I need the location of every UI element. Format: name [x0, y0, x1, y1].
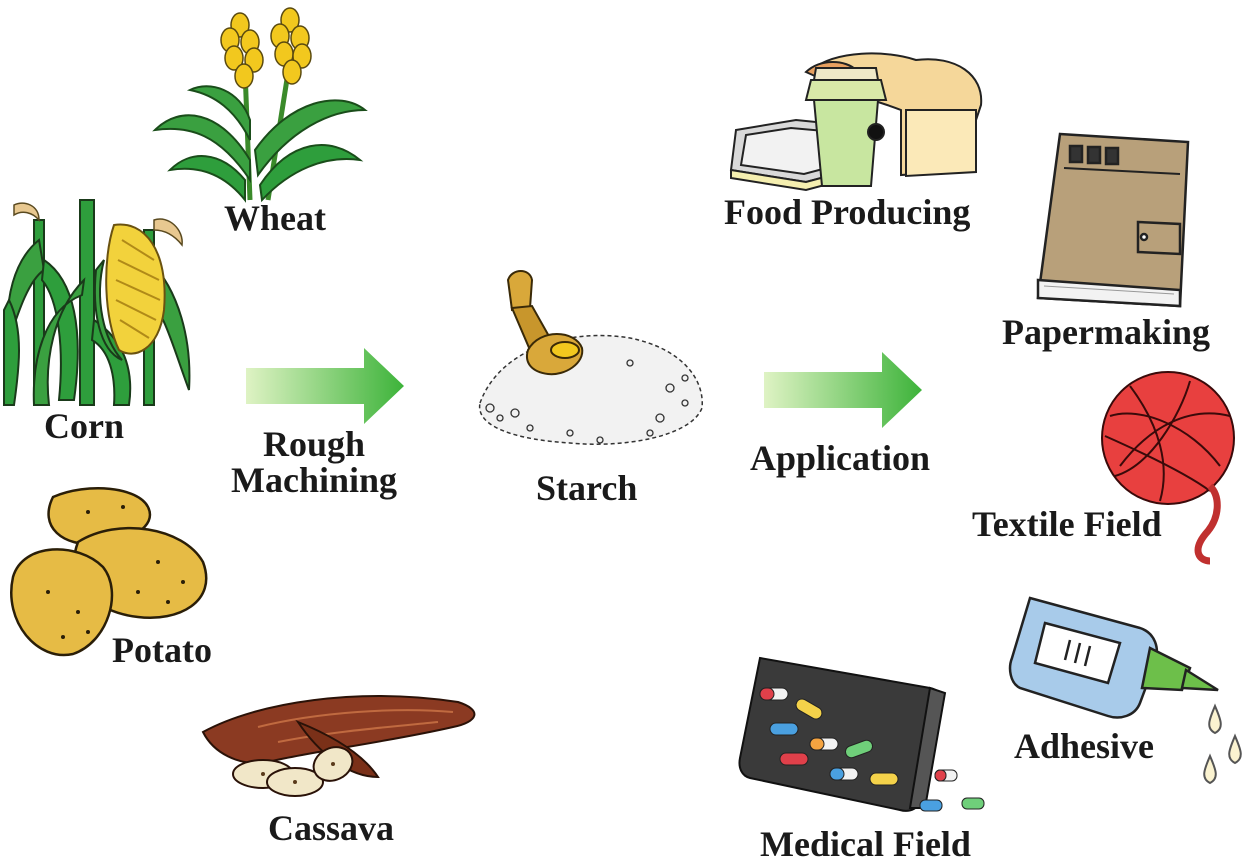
papermaking-label: Papermaking: [1002, 312, 1211, 352]
corn-label: Corn: [44, 406, 124, 446]
food-label: Food Producing: [724, 192, 971, 232]
starch-label: Starch: [536, 468, 638, 508]
rough-label-line2: Machining: [230, 460, 398, 500]
potato-label: Potato: [112, 630, 212, 670]
application-label: Application: [750, 438, 931, 478]
textile-label: Textile Field: [972, 504, 1162, 544]
adhesive-label: Adhesive: [1014, 726, 1155, 766]
medical-illustration: [738, 648, 1002, 820]
cassava-label: Cassava: [268, 808, 395, 848]
food-illustration: [726, 50, 988, 192]
medical-label: Medical Field: [760, 824, 971, 864]
cassava-illustration: [198, 682, 483, 802]
application-arrow: [764, 352, 924, 428]
rough-machining-label: Rough Machining: [214, 426, 414, 498]
starch-illustration: [470, 268, 710, 463]
rough-label-line1: Rough: [262, 424, 366, 464]
yarn-illustration: [1090, 366, 1240, 566]
glue-illustration: [1008, 588, 1246, 792]
rough-machining-arrow: [246, 348, 406, 424]
wheat-label: Wheat: [224, 198, 326, 238]
corn-illustration: [3, 199, 194, 406]
potato-illustration: [8, 482, 218, 662]
wheat-illustration: [150, 7, 370, 205]
paper-illustration: [1030, 130, 1192, 312]
